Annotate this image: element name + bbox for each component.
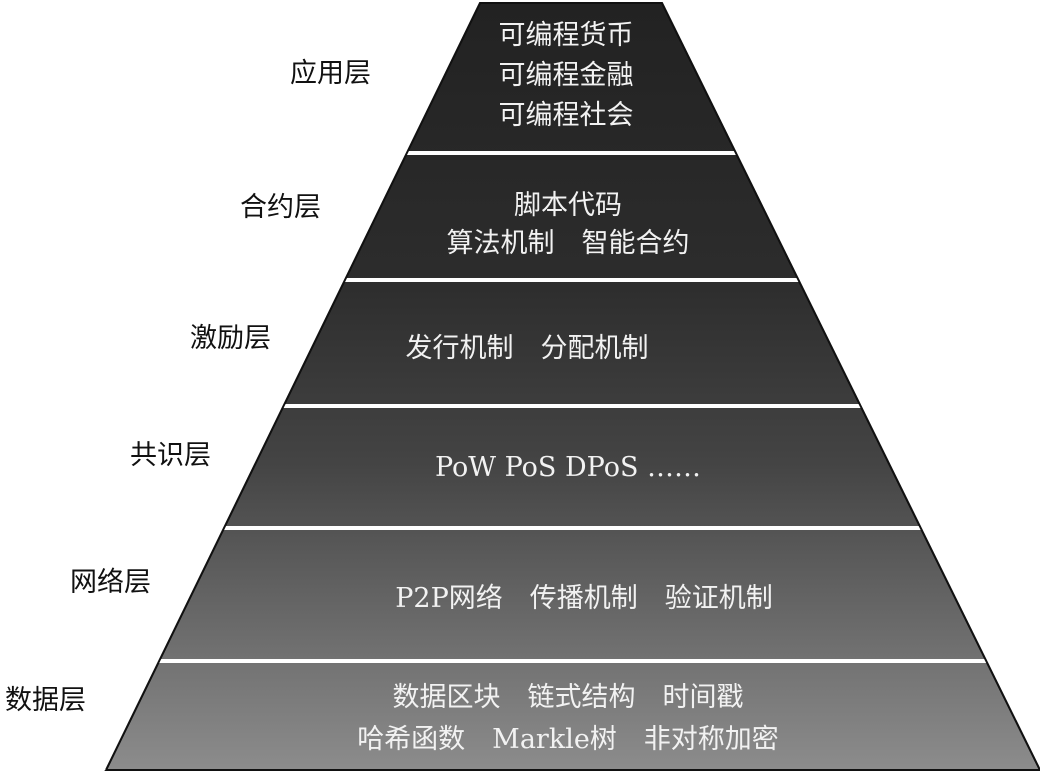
layer-label-consensus: 共识层 xyxy=(130,440,211,471)
separator xyxy=(100,526,940,530)
layer-label-contract: 合约层 xyxy=(240,192,321,223)
layer-separators xyxy=(40,151,1020,663)
data-item: 数据区块 链式结构 时间戳 xyxy=(393,682,744,713)
layer-label-incentive: 激励层 xyxy=(190,323,271,354)
layer-label-data: 数据层 xyxy=(5,685,86,716)
contract-item: 算法机制 智能合约 xyxy=(447,228,690,259)
layer-contents: 可编程货币 可编程金融 可编程社会 脚本代码 算法机制 智能合约 发行机制 分配… xyxy=(357,20,779,755)
separator xyxy=(40,659,1020,663)
data-item: 哈希函数 Markle树 非对称加密 xyxy=(357,724,779,755)
contract-item: 脚本代码 xyxy=(514,190,622,221)
application-item: 可编程货币 xyxy=(499,20,634,51)
layer-label-application: 应用层 xyxy=(290,58,371,89)
separator xyxy=(230,278,810,282)
application-item: 可编程社会 xyxy=(499,100,634,131)
separator xyxy=(170,404,870,408)
separator xyxy=(300,151,740,155)
network-item: P2P网络 传播机制 验证机制 xyxy=(395,583,773,614)
incentive-item: 发行机制 分配机制 xyxy=(406,333,649,364)
layer-labels: 应用层 合约层 激励层 共识层 网络层 数据层 xyxy=(5,58,371,716)
consensus-item: PoW PoS DPoS …… xyxy=(435,452,701,483)
layer-label-network: 网络层 xyxy=(70,567,151,598)
application-item: 可编程金融 xyxy=(499,60,634,91)
